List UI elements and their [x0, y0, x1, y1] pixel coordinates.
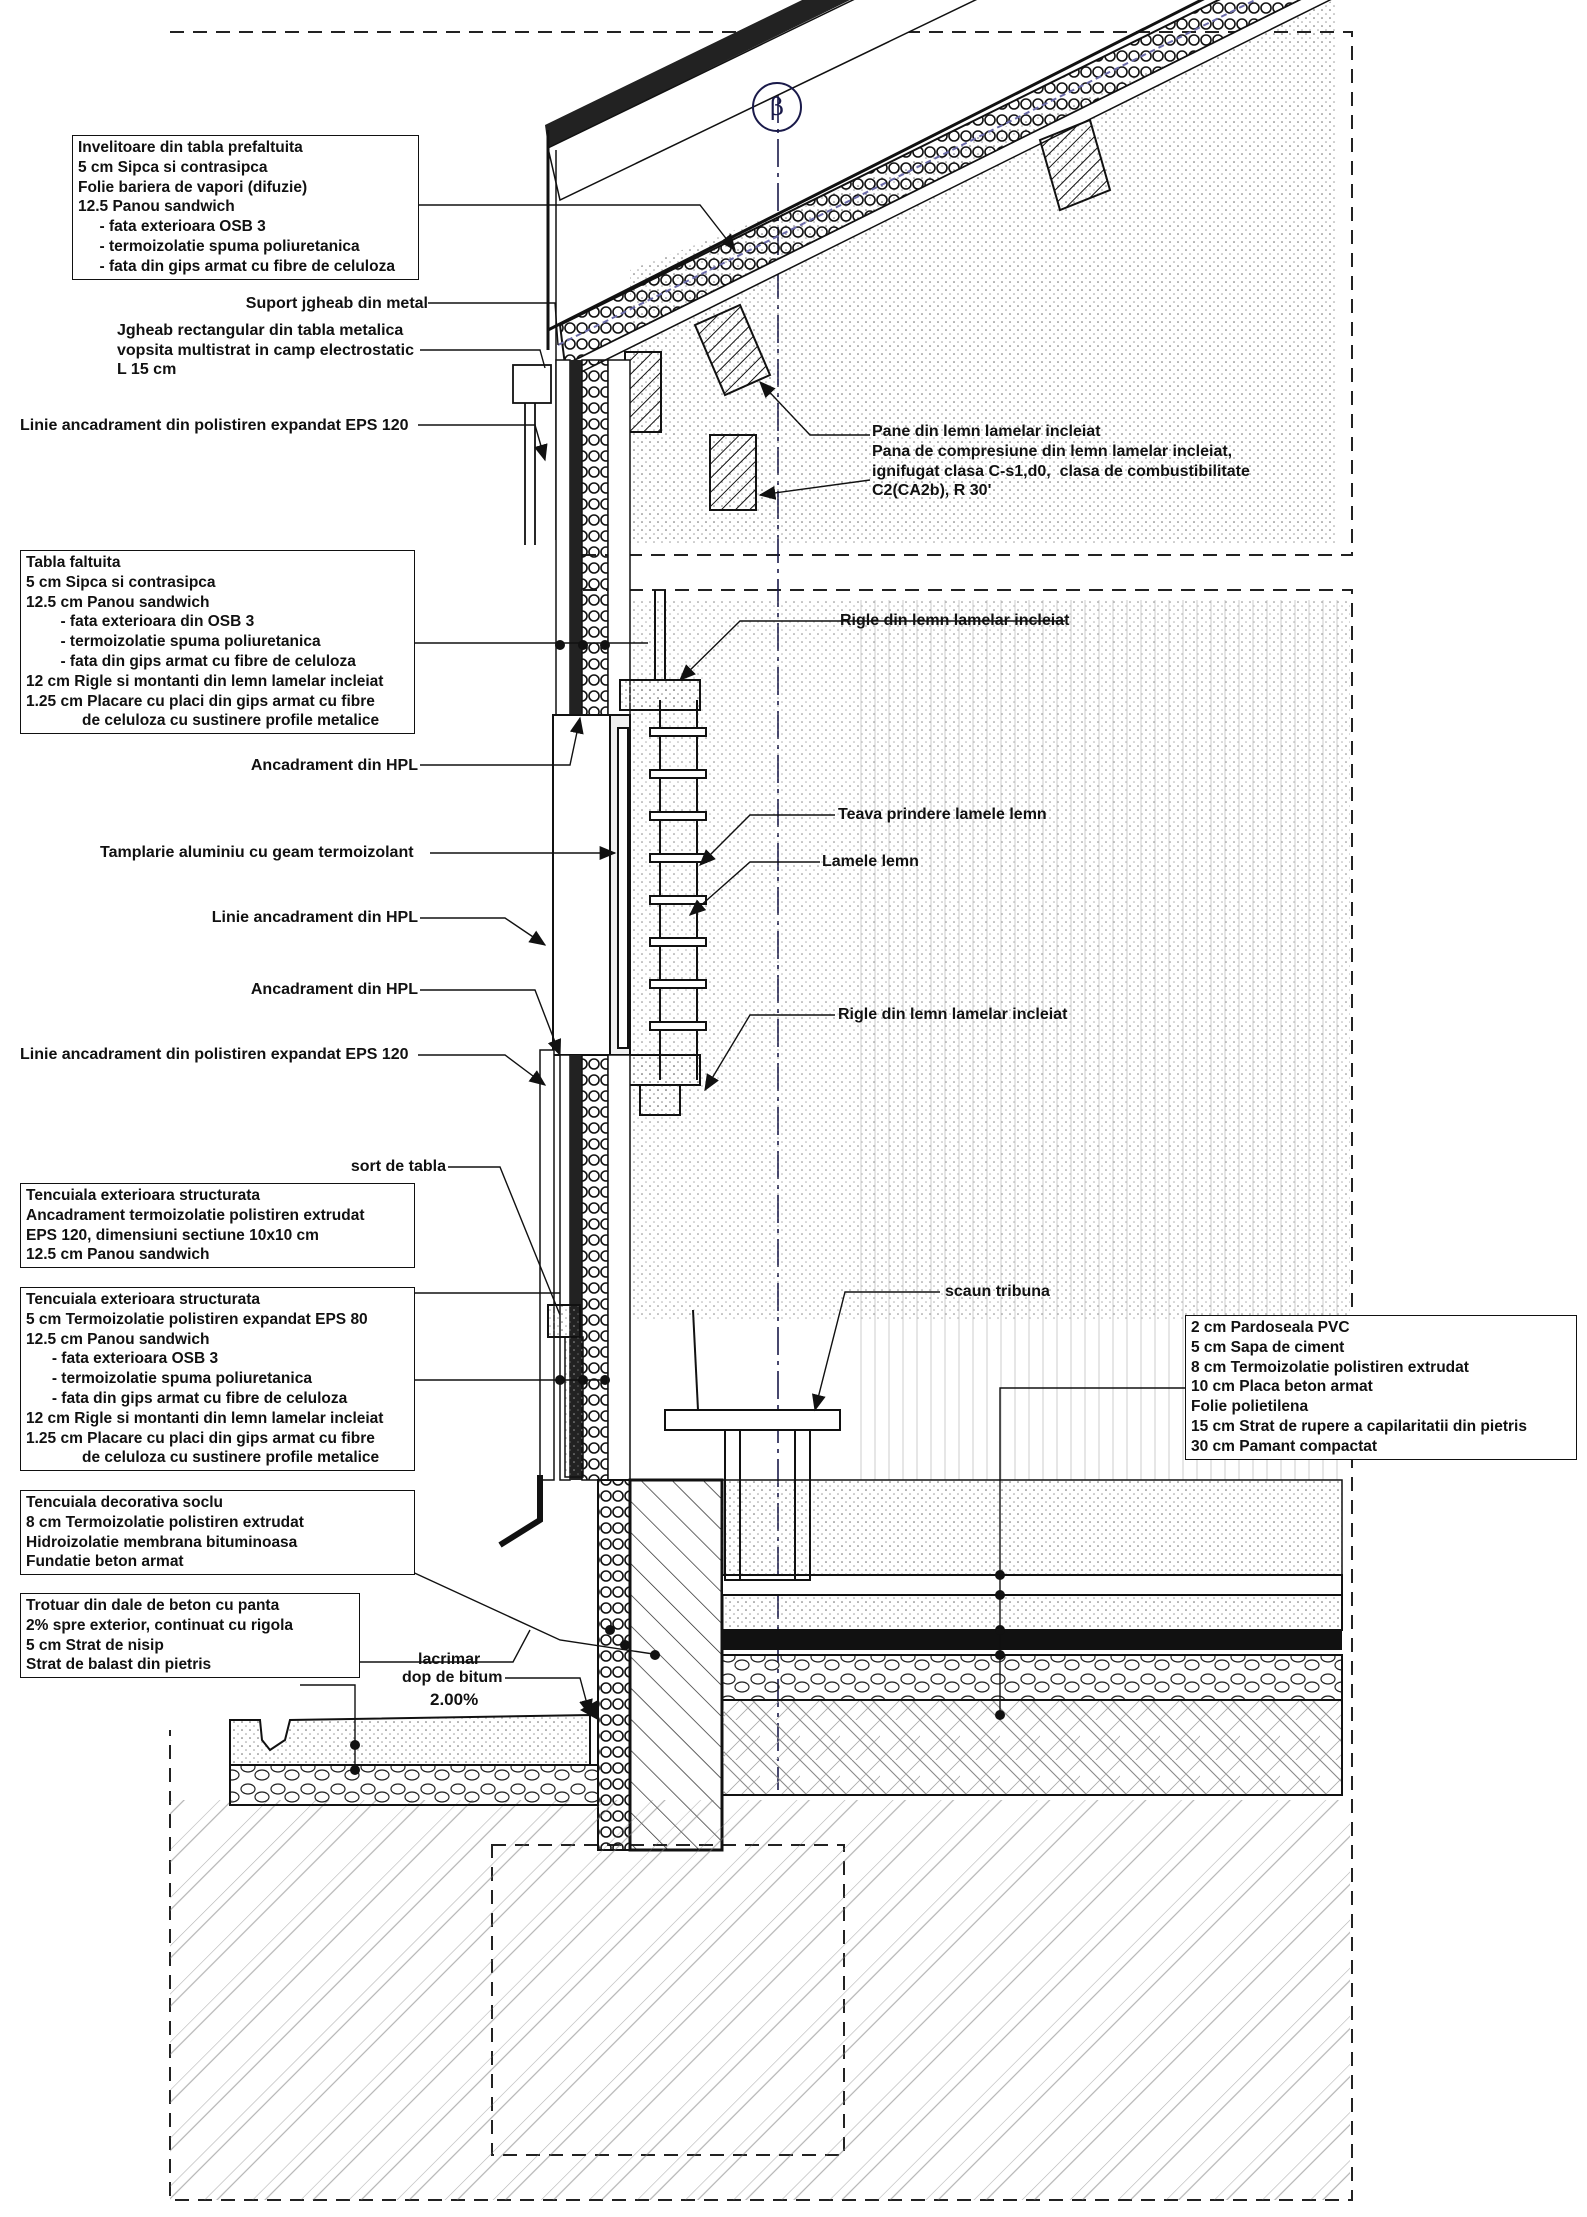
label-flashing: sort de tabla [350, 1158, 446, 1175]
roof-layer-6: - termoizolatie spuma poliuretanica [78, 237, 360, 255]
leader-dots [350, 640, 1005, 1775]
label-slat-pipe: Teava prindere lamele lemn [838, 806, 1047, 823]
label-slats: Lamele lemn [822, 853, 919, 870]
pavement-layer-4: Strat de balast din pietris [26, 1656, 212, 1674]
socle-layer-1: Tencuiala decorativa soclu [26, 1494, 223, 1511]
purlins [624, 118, 1112, 511]
wall-upper-layer-7: 12 cm Rigle si montanti din lemn lamelar… [26, 672, 384, 690]
wall-lower-layer-4: - fata exterioara OSB 3 [26, 1350, 219, 1368]
plinth-frame-layer-2: Ancadrament termoizolatie polistiren ext… [26, 1206, 365, 1224]
socle-layer-4: Fundatie beton armat [26, 1553, 184, 1571]
floor-layers-box: 2 cm Pardoseala PVC 5 cm Sapa de ciment … [1185, 1315, 1577, 1460]
roof-assembly [545, 0, 1332, 540]
wall-upper-layer-9: de celuloza cu sustinere profile metalic… [26, 712, 380, 730]
label-drip: lacrimar [418, 1651, 481, 1668]
wall-upper-layer-2: 5 cm Sipca si contrasipca [26, 573, 216, 591]
label-hpl-frame-bottom: Ancadrament din HPL [250, 981, 418, 998]
roof-layer-4: 12.5 Panou sandwich [78, 198, 235, 216]
label-hpl-line: Linie ancadrament din HPL [211, 909, 418, 926]
pavement-layer-2: 2% spre exterior, continuat cu rigola [26, 1616, 294, 1634]
window-assembly [552, 679, 701, 1116]
roof-layer-1: Invelitoare din tabla prefaltuita [78, 139, 303, 156]
pavement [229, 1700, 599, 1806]
label-stand-seat: scaun tribuna [945, 1283, 1050, 1300]
wall-upper-layer-1: Tabla faltuita [26, 554, 121, 571]
wall-upper-layer-4: - fata exterioara din OSB 3 [26, 613, 255, 631]
plinth-frame-layer-4: 12.5 cm Panou sandwich [26, 1246, 210, 1264]
wall-upper-layer-8: 1.25 cm Placare cu placi din gips armat … [26, 692, 375, 710]
wall-upper-layer-3: 12.5 cm Panou sandwich [26, 593, 210, 611]
floor-layer-7: 30 cm Pamant compactat [1191, 1437, 1378, 1455]
plinth-frame-box: Tencuiala exterioara structurata Ancadra… [20, 1183, 415, 1269]
interior-fill-top [630, 0, 1335, 545]
stand-seat [664, 1309, 841, 1581]
floor-layer-3: 8 cm Termoizolatie polistiren extrudat [1191, 1358, 1469, 1376]
ground-earth [170, 1800, 1350, 2200]
label-gutter-support: Suport jgheab din metal [245, 295, 428, 312]
floor-layer-5: Folie polietilena [1191, 1398, 1309, 1416]
pavement-layers-box: Trotuar din dale de beton cu panta 2% sp… [20, 1593, 360, 1679]
label-eps-line-bottom: Linie ancadrament din polistiren expanda… [20, 1046, 409, 1063]
wall-lower-layer-2: 5 cm Termoizolatie polistiren expandat E… [26, 1310, 368, 1328]
floor-layer-4: 10 cm Placa beton armat [1191, 1378, 1373, 1396]
wall-upper-layer-5: - termoizolatie spuma poliuretanica [26, 633, 321, 651]
leader-lines [300, 204, 1190, 1765]
roof-layer-3: Folie bariera de vapori (difuzie) [78, 178, 308, 196]
floor-assembly [721, 1574, 1343, 1796]
label-gutter: Jgheab rectangular din tabla metalica vo… [117, 322, 414, 378]
wall-lower-layers-box: Tencuiala exterioara structurata 5 cm Te… [20, 1287, 415, 1472]
label-compression-purlin: Pana de compresiune din lemn lamelar inc… [872, 443, 1250, 499]
label-window: Tamplarie aluminiu cu geam termoizolant [100, 844, 414, 861]
label-rigle-top: Rigle din lemn lamelar incleiat [840, 612, 1070, 629]
label-rigle-bottom: Rigle din lemn lamelar incleiat [838, 1006, 1068, 1023]
label-bitumen-plug: dop de bitum [402, 1669, 503, 1686]
roof-layer-7: - fata din gips armat cu fibre de celulo… [78, 257, 395, 275]
plinth-frame-layer-1: Tencuiala exterioara structurata [26, 1187, 261, 1204]
roof-layer-2: 5 cm Sipca si contrasipca [78, 158, 268, 176]
wall-lower-layer-9: de celuloza cu sustinere profile metalic… [26, 1449, 380, 1467]
wall-lower-layer-1: Tencuiala exterioara structurata [26, 1291, 261, 1308]
roof-layers-box: Invelitoare din tabla prefaltuita 5 cm S… [72, 135, 419, 280]
floor-layer-1: 2 cm Pardoseala PVC [1191, 1319, 1350, 1336]
wall-lower-layer-3: 12.5 cm Panou sandwich [26, 1330, 210, 1348]
label-hpl-frame-top: Ancadrament din HPL [250, 757, 418, 774]
socle-layer-2: 8 cm Termoizolatie polistiren extrudat [26, 1513, 304, 1531]
label-eps-line-top: Linie ancadrament din polistiren expanda… [20, 417, 409, 434]
pavement-layer-1: Trotuar din dale de beton cu panta [26, 1597, 280, 1614]
pavement-layer-3: 5 cm Strat de nisip [26, 1636, 164, 1654]
wall-lower-layer-6: - fata din gips armat cu fibre de celulo… [26, 1389, 348, 1407]
label-purlins: Pane din lemn lamelar incleiat [872, 423, 1101, 440]
roof-layer-5: - fata exterioara OSB 3 [78, 218, 266, 236]
wall-lower [498, 1049, 631, 1548]
wall-upper-layers-box: Tabla faltuita 5 cm Sipca si contrasipca… [20, 550, 415, 735]
wall-lower-layer-7: 12 cm Rigle si montanti din lemn lamelar… [26, 1409, 384, 1427]
axis-marker: β [752, 82, 802, 132]
foundation [597, 1478, 1343, 1852]
label-slope: 2.00% [430, 1690, 479, 1709]
floor-layer-2: 5 cm Sapa de ciment [1191, 1338, 1345, 1356]
floor-layer-6: 15 cm Strat de rupere a capilaritatii di… [1191, 1417, 1527, 1435]
socle-layers-box: Tencuiala decorativa soclu 8 cm Termoizo… [20, 1490, 415, 1576]
gutter [512, 364, 552, 545]
wall-lower-layer-8: 1.25 cm Placare cu placi din gips armat … [26, 1429, 375, 1447]
wall-upper-layer-6: - fata din gips armat cu fibre de celulo… [26, 652, 356, 670]
wall-lower-layer-5: - termoizolatie spuma poliuretanica [26, 1370, 312, 1388]
plinth-frame-layer-3: EPS 120, dimensiuni sectiune 10x10 cm [26, 1226, 319, 1244]
socle-layer-3: Hidroizolatie membrana bituminoasa [26, 1533, 298, 1551]
